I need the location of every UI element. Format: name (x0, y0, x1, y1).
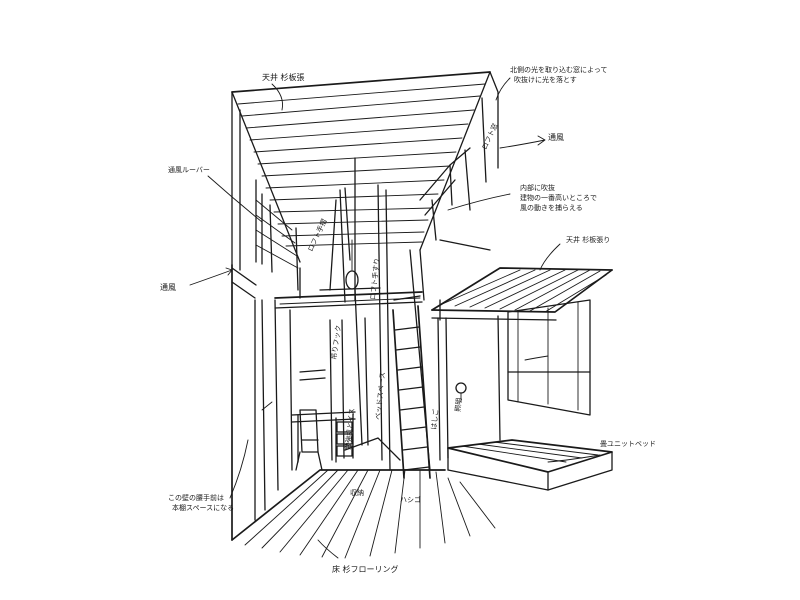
wall-lamp (455, 382, 467, 403)
label-post-1: 勉強机とイス (343, 408, 356, 451)
label-post-3: ベッドスペース (374, 371, 387, 420)
label-ceiling: 天井 杉板張 (262, 72, 305, 82)
annotations: 天井 杉板張 北側の光を取り込む窓によって 吹抜けに光を落とす 通風 ロフト窓 … (160, 65, 656, 574)
support-posts (329, 157, 431, 471)
left-upper-wall (231, 91, 299, 291)
leader-lines (189, 77, 601, 559)
ladder (392, 295, 431, 479)
label-loft-window: ロフト窓 (480, 122, 500, 151)
desk-and-chair (291, 409, 356, 471)
label-interior-2: 建物の一番高いところで (520, 193, 597, 202)
label-ladder: ハシゴ (400, 495, 421, 504)
label-bed: 畳ユニットベッド (600, 440, 656, 448)
label-hook: 吊りフック (330, 325, 343, 361)
ceiling-slats (231, 71, 491, 263)
label-interior-3: 風の動きを捕らえる (520, 203, 583, 212)
label-stair: はしご (429, 408, 440, 430)
tatami-bed (447, 439, 613, 491)
label-left-vent: 通風 (160, 282, 176, 292)
label-post-2: ロフト手すり (368, 257, 381, 300)
label-north-1: 北側の光を取り込む窓によって (510, 65, 607, 74)
label-north-2: 吹抜けに光を落とす (514, 75, 577, 84)
label-bottom-2: 本棚スペースになる (172, 503, 234, 512)
right-upper-wall (419, 71, 499, 301)
floor-boards (231, 437, 496, 559)
right-wall-window (437, 299, 591, 461)
label-interior-1: 内部に吹抜 (520, 183, 555, 192)
label-right-ceiling: 天井 杉板張り (566, 235, 610, 244)
label-storage: 収納 (350, 488, 364, 497)
back-wall (289, 309, 369, 471)
pendant-light (345, 239, 359, 290)
label-louver: 通風ルーバー (168, 165, 210, 174)
label-floor: 床 杉フローリング (332, 564, 399, 574)
label-bottom-1: この壁の腰手前は (168, 493, 224, 502)
label-ventilation: 通風 (548, 132, 564, 142)
label-light: 照明 (454, 397, 463, 412)
right-loft-platform (431, 267, 613, 321)
